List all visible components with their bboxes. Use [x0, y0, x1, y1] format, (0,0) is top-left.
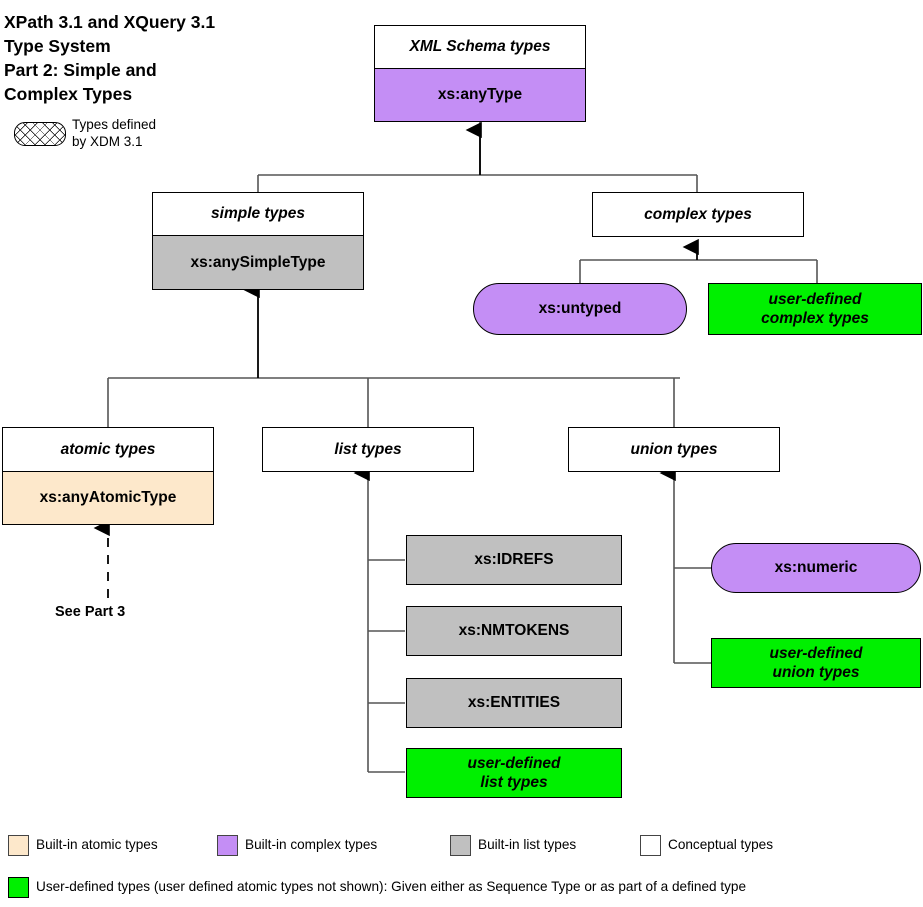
page-title: XPath 3.1 and XQuery 3.1 Type System Par…: [4, 10, 334, 106]
title-line-2: Type System: [4, 36, 111, 56]
node-xs-nmtokens[interactable]: xs:NMTOKENS: [406, 606, 622, 656]
node-atomic-types[interactable]: atomic types xs:anyAtomicType: [2, 427, 214, 525]
node-user-defined-union-types[interactable]: user-defined union types: [711, 638, 921, 688]
user-defined-union-line-2: union types: [772, 664, 860, 681]
node-xml-schema-types[interactable]: XML Schema types xs:anyType: [374, 25, 586, 122]
title-line-1: XPath 3.1 and XQuery 3.1: [4, 12, 216, 32]
title-line-3: Part 2: Simple and: [4, 60, 157, 80]
user-defined-list-line-1: user-defined: [467, 755, 561, 772]
legend-label-user-defined: User-defined types (user defined atomic …: [36, 879, 747, 894]
legend-swatch-complex: [217, 835, 238, 856]
title-line-4: Complex Types: [4, 84, 133, 104]
xdm-legend-label: Types defined by XDM 3.1: [72, 117, 156, 150]
legend-label-list: Built-in list types: [478, 837, 577, 852]
legend-label-conceptual: Conceptual types: [668, 837, 774, 852]
node-simple-types[interactable]: simple types xs:anySimpleType: [152, 192, 364, 290]
node-xs-idrefs[interactable]: xs:IDREFS: [406, 535, 622, 585]
node-xs-entities[interactable]: xs:ENTITIES: [406, 678, 622, 728]
xdm-legend-line-1: Types defined: [72, 117, 157, 132]
node-simple-types-header: simple types: [152, 192, 364, 236]
legend-row-2: User-defined types (user defined atomic …: [0, 876, 923, 904]
legend-swatch-list: [450, 835, 471, 856]
node-xs-anyatomictype: xs:anyAtomicType: [2, 472, 214, 525]
node-union-types[interactable]: union types: [568, 427, 780, 472]
xdm-legend-line-2: by XDM 3.1: [72, 133, 143, 149]
user-defined-complex-line-2: complex types: [761, 310, 869, 327]
legend-row-1: Built-in atomic types Built-in complex t…: [0, 833, 923, 861]
node-xs-untyped[interactable]: xs:untyped: [473, 283, 687, 335]
legend-swatch-user-defined: [8, 877, 29, 898]
legend-swatch-atomic: [8, 835, 29, 856]
node-xs-numeric[interactable]: xs:numeric: [711, 543, 921, 593]
user-defined-complex-line-1: user-defined: [768, 291, 862, 308]
see-part-3-label: See Part 3: [55, 604, 126, 620]
user-defined-list-line-2: list types: [480, 774, 548, 791]
hatched-rounded-rect-icon: [14, 122, 66, 146]
xdm-legend: Types defined by XDM 3.1: [14, 117, 244, 154]
node-user-defined-list-types[interactable]: user-defined list types: [406, 748, 622, 798]
node-complex-types[interactable]: complex types: [592, 192, 804, 237]
legend-label-atomic: Built-in atomic types: [36, 837, 158, 852]
node-list-types[interactable]: list types: [262, 427, 474, 472]
user-defined-union-line-1: user-defined: [769, 645, 863, 662]
node-xml-schema-types-header: XML Schema types: [374, 25, 586, 69]
node-xs-anytype: xs:anyType: [374, 69, 586, 122]
node-atomic-types-header: atomic types: [2, 427, 214, 472]
node-xs-anysimpletype: xs:anySimpleType: [152, 236, 364, 290]
node-user-defined-complex-types[interactable]: user-defined complex types: [708, 283, 922, 335]
legend-swatch-conceptual: [640, 835, 661, 856]
legend-label-complex: Built-in complex types: [245, 837, 378, 852]
